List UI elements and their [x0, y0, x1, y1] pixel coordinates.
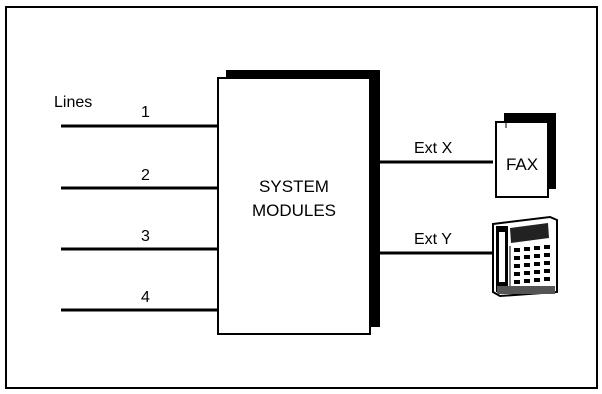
- ext-y-label: Ext Y: [414, 231, 452, 248]
- desk-telephone-icon: [492, 215, 558, 298]
- line-number-1: 1: [141, 104, 150, 121]
- line-number-3: 3: [141, 228, 150, 245]
- ext-x-label: Ext X: [414, 140, 453, 157]
- system-box-label-1: SYSTEM: [259, 177, 329, 196]
- system-box-label-2: MODULES: [252, 201, 336, 220]
- system-modules-box: [217, 77, 371, 335]
- lines-label: Lines: [54, 94, 92, 111]
- fax-label: FAX: [506, 155, 538, 174]
- line-number-4: 4: [141, 289, 150, 306]
- fax-machine-icon: FAX: [495, 113, 556, 198]
- line-number-2: 2: [141, 167, 150, 184]
